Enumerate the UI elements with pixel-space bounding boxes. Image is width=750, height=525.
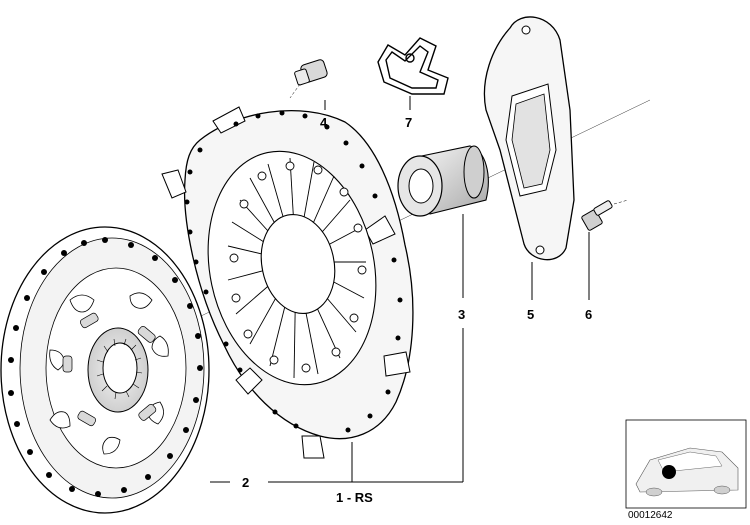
callout-part-7: 7	[405, 115, 413, 130]
callout-part-4: 4	[320, 115, 328, 130]
callout-part-3: 3	[458, 307, 466, 322]
dowel-bolt	[289, 59, 328, 99]
clutch-disc	[0, 226, 210, 514]
leader-lines	[210, 96, 590, 483]
spring-clip	[377, 37, 449, 95]
callout-part-2: 2	[242, 475, 250, 490]
release-plate	[483, 16, 575, 261]
callout-part-5: 5	[527, 307, 535, 322]
guide-stud	[581, 199, 629, 231]
release-bearing	[397, 145, 489, 217]
pressure-plate	[161, 106, 414, 459]
callout-part-6: 6	[585, 307, 593, 322]
location-marker-dot	[662, 465, 676, 479]
diagram-reference-number: 00012642	[628, 510, 673, 521]
vehicle-locator-thumbnail	[625, 419, 747, 509]
callout-part-1: 1 - RS	[336, 490, 373, 505]
